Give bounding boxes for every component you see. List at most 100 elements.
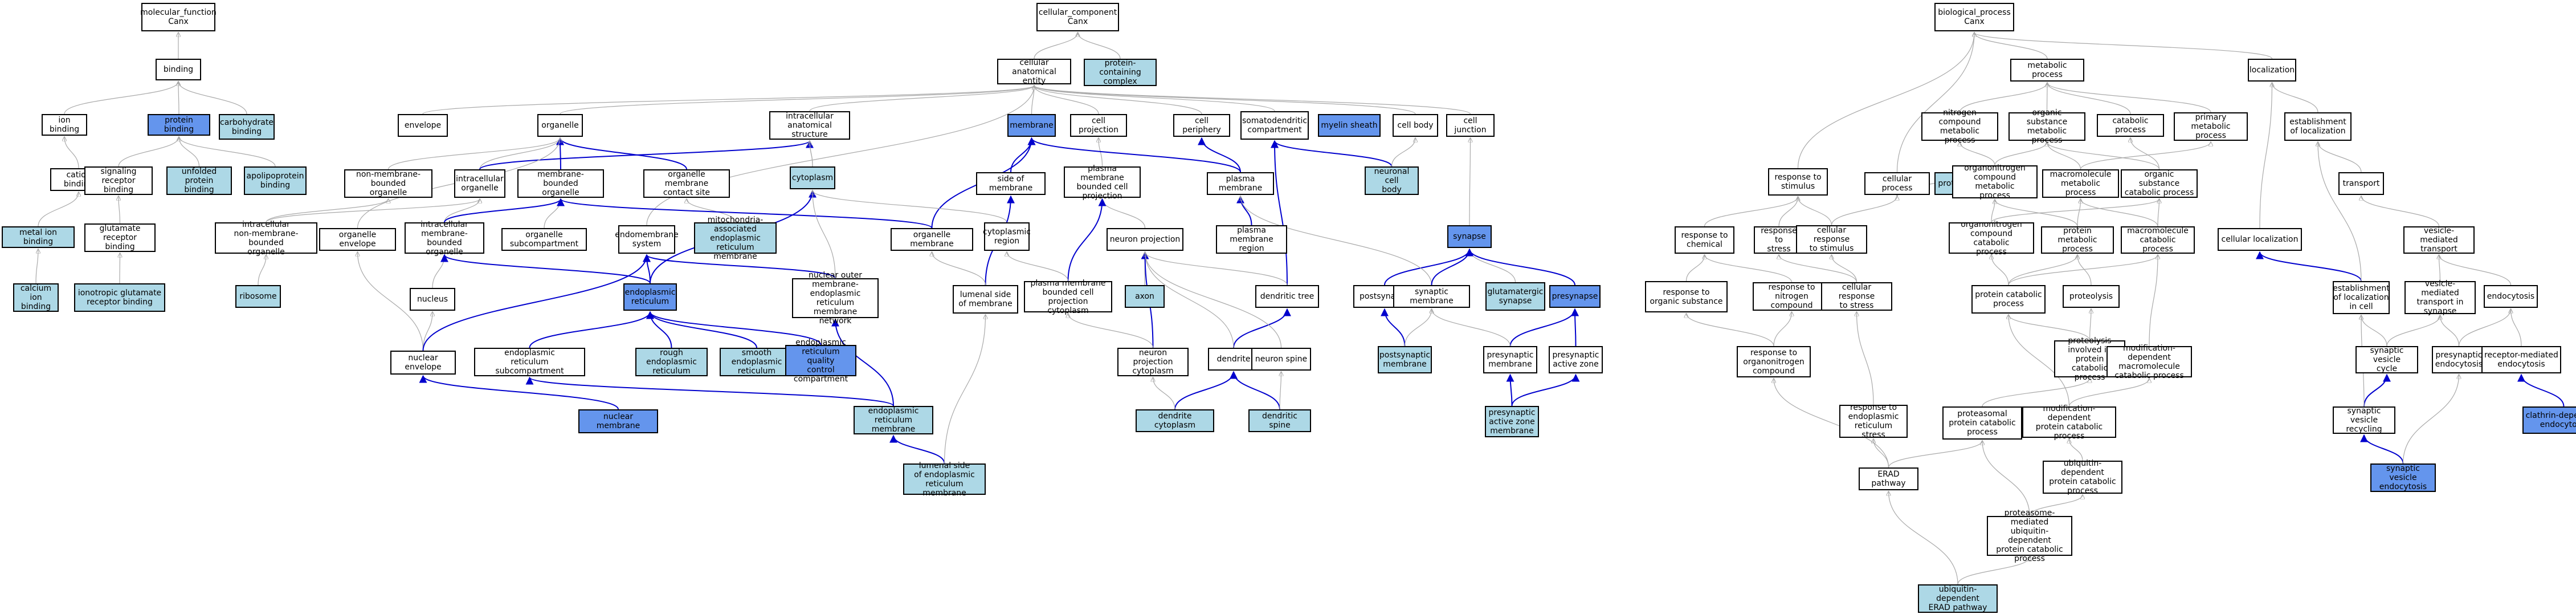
node-protmet[interactable]: protein metabolic process — [2041, 226, 2114, 254]
node-apolipo[interactable]: apolipoprotein binding — [244, 166, 307, 195]
node-calcium[interactable]: calcium ion binding — [13, 283, 59, 312]
node-establoc[interactable]: establishment of localization — [2284, 112, 2352, 141]
node-nucmem[interactable]: nuclear membrane — [578, 409, 658, 433]
node-vesmed[interactable]: vesicle-mediated transport — [2403, 226, 2475, 254]
node-presynmem[interactable]: presynaptic membrane — [1483, 346, 1537, 373]
node-sidemem[interactable]: side of membrane — [976, 172, 1046, 195]
node-cellproc[interactable]: cellular process — [1864, 172, 1930, 195]
node-proteasomal[interactable]: proteasomal protein catabolic process — [1942, 406, 2022, 440]
node-intraorg[interactable]: intracellular organelle — [454, 169, 505, 198]
node-mam[interactable]: mitochondria-associated endoplasmic reti… — [694, 215, 777, 261]
node-ubierad[interactable]: ubiquitin-dependent ERAD pathway — [1918, 584, 1998, 613]
node-erqc[interactable]: endoplasmic reticulum quality control co… — [785, 338, 856, 384]
node-proteolysis[interactable]: proteolysis — [2063, 285, 2120, 308]
node-pazm[interactable]: presynaptic active zone membrane — [1485, 406, 1539, 437]
node-cellperiph[interactable]: cell periphery — [1173, 114, 1230, 137]
node-resporgnitro[interactable]: response to organonitrogen compound — [1737, 346, 1811, 377]
node-oscp[interactable]: organic substance catabolic process — [2121, 169, 2198, 198]
node-sigrec[interactable]: signaling receptor binding — [84, 166, 153, 195]
node-oncmp[interactable]: organonitrogen compound metabolic proces… — [1952, 164, 2038, 200]
node-primmet[interactable]: primary metabolic process — [2174, 112, 2248, 141]
node-glusyn[interactable]: glutamatergic synapse — [1485, 282, 1545, 311]
node-nucenv[interactable]: nuclear envelope — [390, 351, 456, 375]
node-receptorendo[interactable]: receptor-mediated endocytosis — [2481, 346, 2561, 373]
node-respnitro[interactable]: response to nitrogen compound — [1753, 282, 1831, 311]
node-erad[interactable]: ERAD pathway — [1859, 467, 1918, 490]
node-respchem[interactable]: response to chemical — [1675, 226, 1734, 254]
node-mcp[interactable]: macromolecule catabolic process — [2121, 226, 2195, 254]
node-unfolded[interactable]: unfolded protein binding — [166, 166, 232, 195]
node-endosys[interactable]: endomembrane system — [615, 225, 679, 254]
node-neuronalbody[interactable]: neuronal cell body — [1365, 166, 1419, 195]
node-catab[interactable]: catabolic process — [2097, 114, 2164, 137]
node-cc[interactable]: cellular_component Canx — [1036, 3, 1119, 31]
node-vmtsyn[interactable]: vesicle-mediated transport in synapse — [2404, 279, 2476, 316]
node-estabcell[interactable]: establishment of localization in cell — [2333, 281, 2390, 314]
node-glurec[interactable]: glutamate receptor binding — [84, 223, 156, 252]
node-osmp[interactable]: organic substance metabolic process — [2008, 108, 2085, 145]
node-synvesrecycle[interactable]: synaptic vesicle recycling — [2333, 406, 2395, 434]
node-orgmem[interactable]: organelle membrane — [891, 228, 973, 251]
node-imbo[interactable]: intracellular membrane-bounded organelle — [405, 220, 484, 257]
node-lumenalside[interactable]: lumenal side of membrane — [953, 285, 1018, 314]
node-endocytosis[interactable]: endocytosis — [2484, 285, 2538, 308]
node-local[interactable]: localization — [2248, 59, 2296, 82]
node-omcs[interactable]: organelle membrane contact site — [643, 169, 730, 198]
node-dendtree[interactable]: dendritic tree — [1255, 285, 1319, 308]
node-carbbind[interactable]: carbohydrate binding — [219, 114, 275, 140]
node-organelle[interactable]: organelle — [537, 114, 583, 137]
node-cellrespstress[interactable]: cellular response to stress — [1821, 282, 1892, 311]
node-ermem[interactable]: endoplasmic reticulum membrane — [854, 406, 933, 434]
node-resporg[interactable]: response to organic substance — [1645, 281, 1728, 312]
node-pmregion[interactable]: plasma membrane region — [1216, 225, 1287, 254]
node-presyn[interactable]: presynapse — [1549, 285, 1601, 308]
node-dendspine[interactable]: dendritic spine — [1248, 409, 1311, 432]
node-dendcyto[interactable]: dendrite cytoplasm — [1136, 409, 1214, 432]
node-cytoregion[interactable]: cytoplasmic region — [983, 222, 1031, 251]
node-mbo[interactable]: membrane-bounded organelle — [517, 169, 604, 198]
node-nomer[interactable]: nuclear outer membrane-endoplasmic retic… — [792, 271, 879, 326]
node-ersub[interactable]: endoplasmic reticulum subcompartment — [474, 348, 585, 376]
node-pm[interactable]: plasma membrane — [1207, 172, 1274, 195]
node-neuronproj[interactable]: neuron projection — [1107, 228, 1183, 251]
node-pmbcp[interactable]: plasma membrane bounded cell projection — [1064, 164, 1141, 201]
node-cellloc[interactable]: cellular localization — [2218, 228, 2302, 251]
node-cellbody[interactable]: cell body — [1393, 114, 1438, 137]
node-synapse[interactable]: synapse — [1447, 225, 1492, 248]
node-pmbcpc[interactable]: plasma membrane bounded cell projection … — [1024, 279, 1112, 315]
node-er[interactable]: endoplasmic reticulum — [623, 283, 677, 311]
node-cellrespstim[interactable]: cellular response to stimulus — [1796, 225, 1867, 254]
node-cellproj[interactable]: cell projection — [1070, 114, 1127, 137]
node-lumenalerm[interactable]: lumenal side of endoplasmic reticulum me… — [903, 461, 986, 498]
node-synmem[interactable]: synaptic membrane — [1393, 285, 1470, 308]
node-presynaz[interactable]: presynaptic active zone — [1549, 346, 1603, 373]
node-moddeppcp[interactable]: modification-dependent protein catabolic… — [2022, 404, 2116, 441]
node-orgsub[interactable]: organelle subcompartment — [501, 228, 587, 251]
node-ubidep[interactable]: ubiquitin-dependent protein catabolic pr… — [2043, 459, 2122, 495]
node-celljunc[interactable]: cell junction — [1446, 114, 1495, 137]
node-cae[interactable]: cellular anatomical entity — [997, 58, 1071, 86]
node-orgenv[interactable]: organelle envelope — [319, 228, 396, 251]
node-pcc[interactable]: protein-containing complex — [1084, 59, 1157, 86]
node-cytoplasm[interactable]: cytoplasm — [790, 166, 835, 189]
node-clathrin[interactable]: clathrin-dependent endocytosis — [2522, 406, 2576, 434]
node-axon[interactable]: axon — [1125, 285, 1165, 308]
node-myelin[interactable]: myelin sheath — [1318, 114, 1381, 137]
node-macromet[interactable]: macromolecule metabolic process — [2042, 169, 2119, 198]
node-transport[interactable]: transport — [2338, 172, 2384, 195]
node-envelope[interactable]: envelope — [398, 114, 448, 137]
node-neuronspine[interactable]: neuron spine — [1251, 348, 1311, 371]
node-rougher[interactable]: rough endoplasmic reticulum — [635, 348, 708, 376]
node-presynendo[interactable]: presynaptic endocytosis — [2432, 346, 2486, 373]
node-ias[interactable]: intracellular anatomical structure — [769, 111, 850, 140]
node-synvesendo[interactable]: synaptic vesicle endocytosis — [2370, 463, 2436, 492]
node-occp[interactable]: organonitrogen compound catabolic proces… — [1949, 220, 2034, 257]
node-bp[interactable]: biological_process Canx — [1934, 3, 2014, 31]
node-moddepmcp[interactable]: modification-dependent macromolecule cat… — [2106, 344, 2192, 380]
node-nitro[interactable]: nitrogen compound metabolic process — [1921, 108, 1998, 145]
node-ionotropic[interactable]: ionotropic glutamate receptor binding — [74, 283, 165, 312]
node-pmud[interactable]: proteasome-mediated ubiquitin-dependent … — [1987, 509, 2072, 563]
node-binding[interactable]: binding — [156, 59, 201, 80]
node-inmbo[interactable]: intracellular non-membrane-bounded organ… — [215, 220, 317, 257]
node-ionbind[interactable]: ion binding — [42, 114, 87, 136]
